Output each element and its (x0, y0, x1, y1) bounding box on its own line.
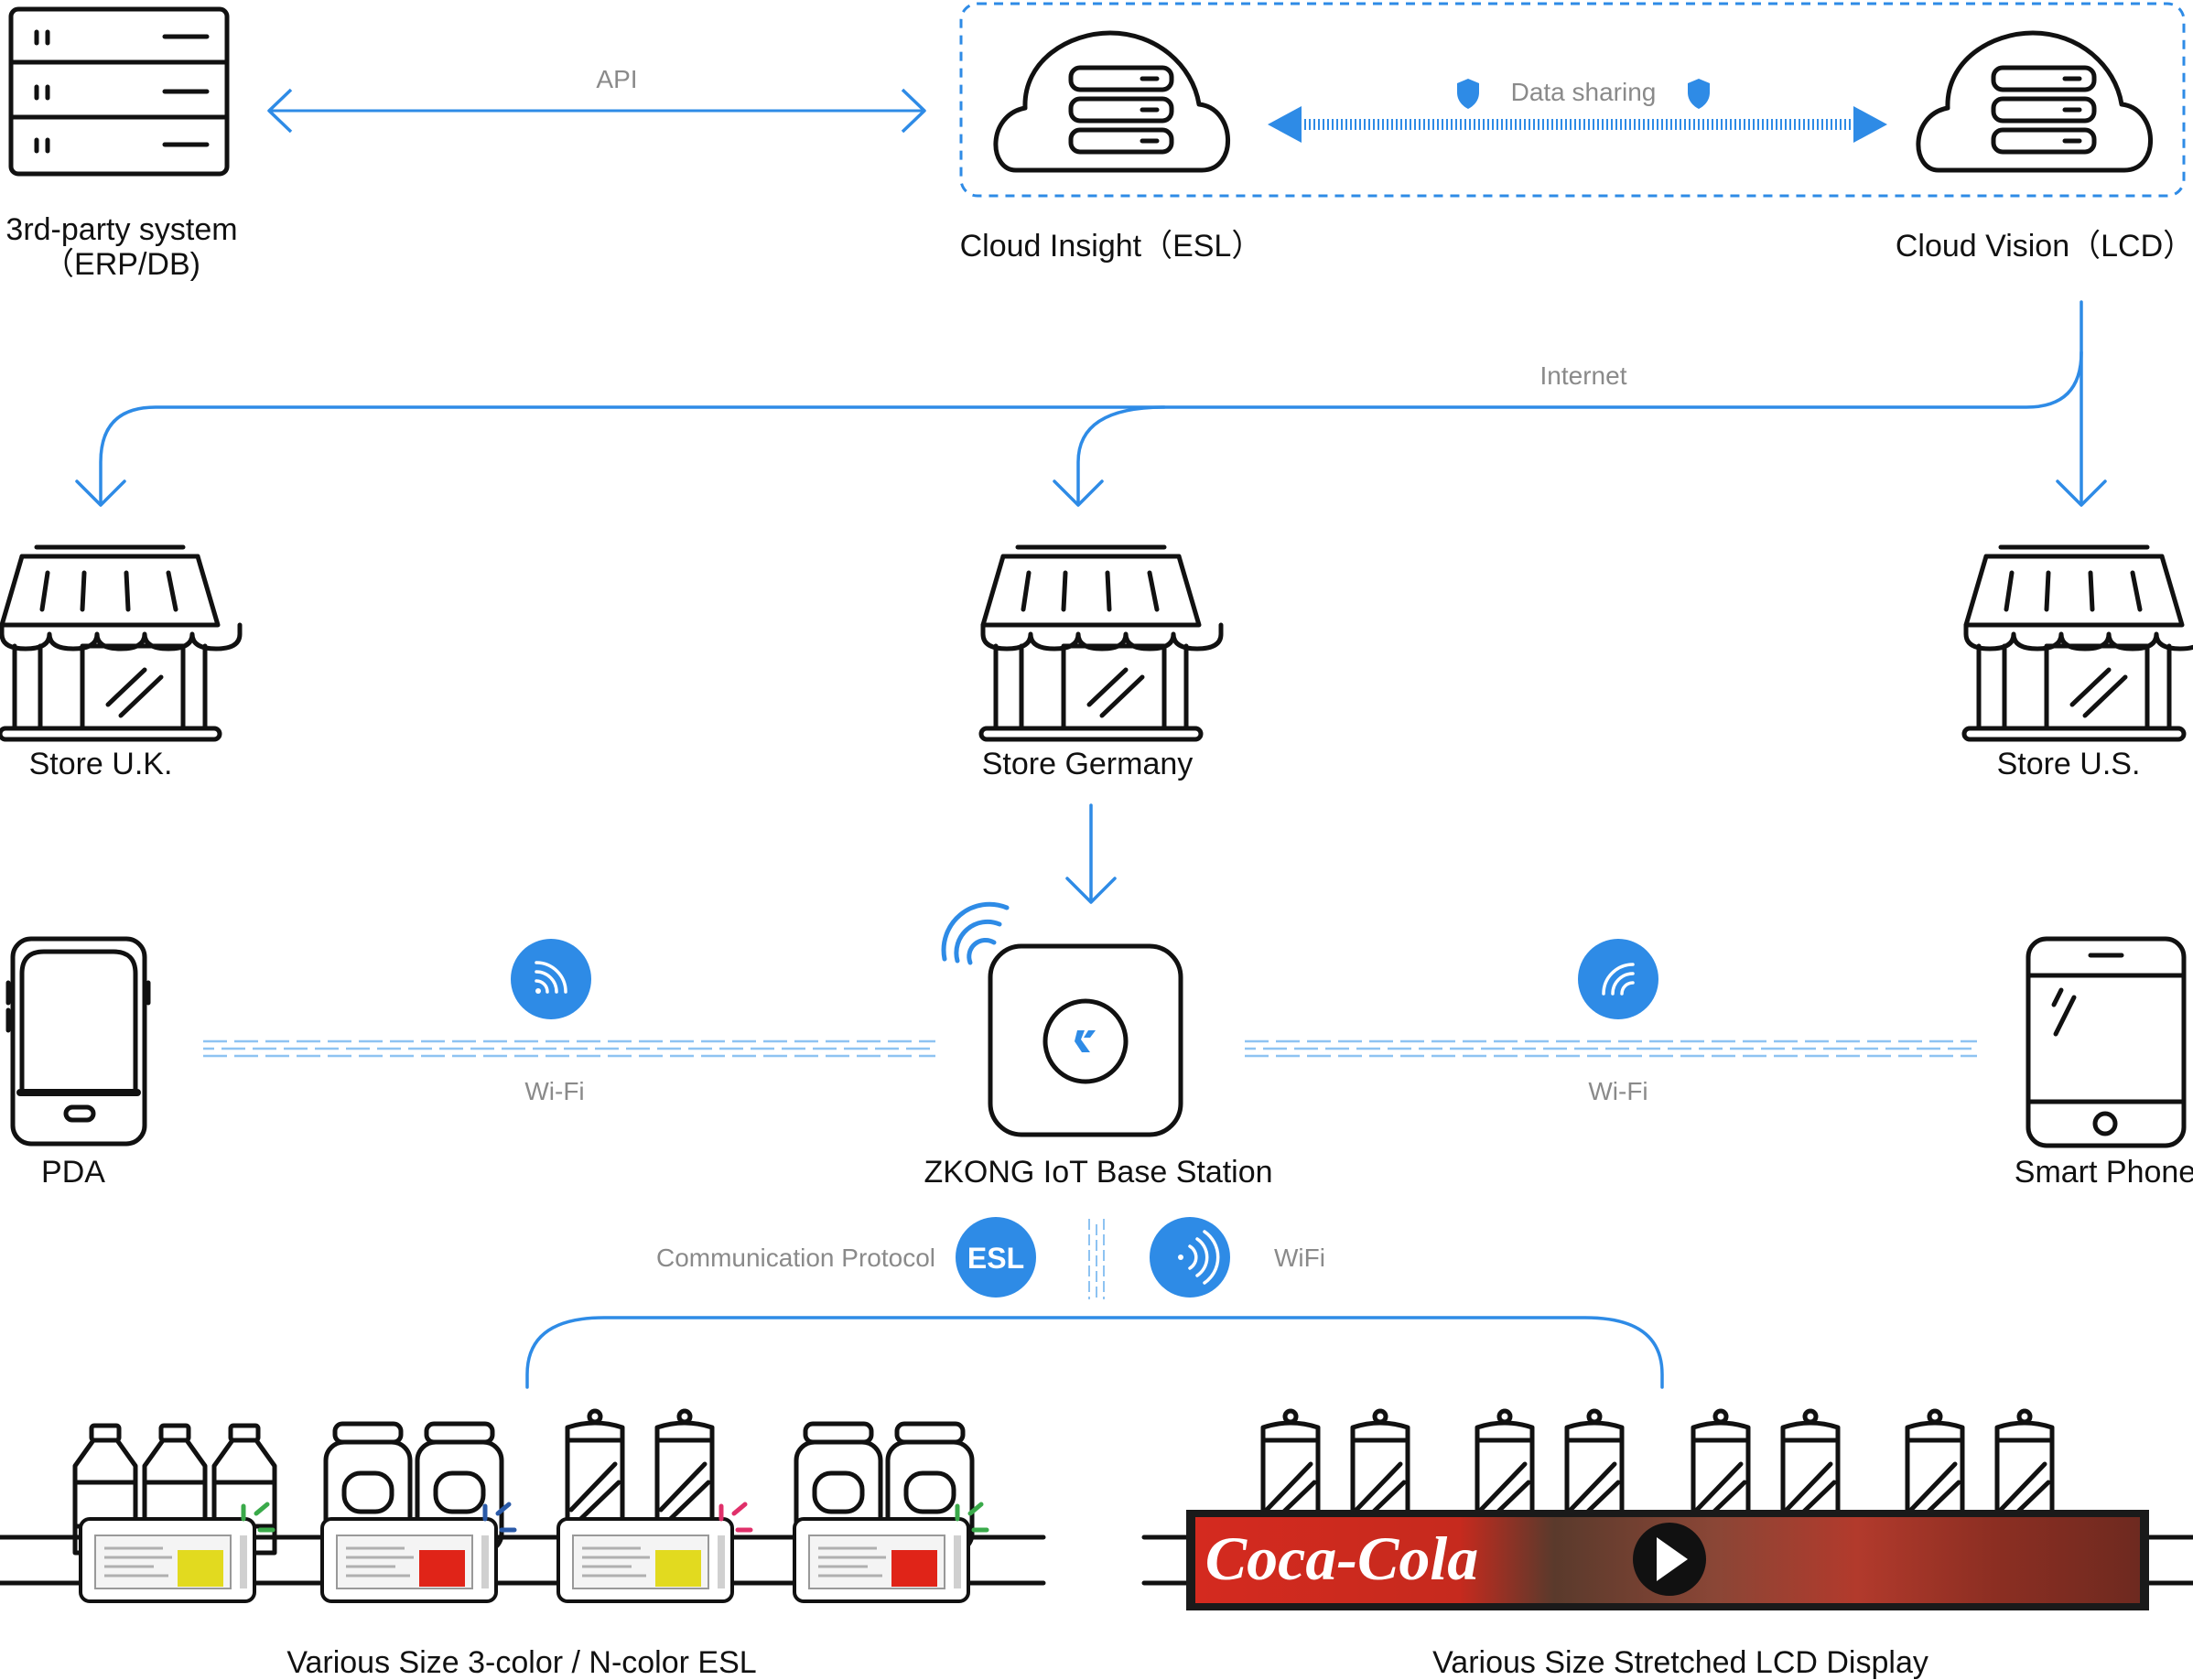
zkong-logo-icon (1042, 998, 1129, 1084)
store-uk-label: Store U.K. (29, 747, 173, 781)
internet-label: Internet (1540, 361, 1627, 390)
base-station-device (988, 943, 1183, 1137)
erp-label-line1: 3rd-party system (5, 212, 237, 247)
led-indicator-icon (718, 1502, 753, 1533)
wifi-link-left (203, 1039, 935, 1058)
shield-icon (1457, 79, 1479, 109)
device-bracket (525, 1316, 1664, 1389)
pda-icon (5, 936, 151, 1147)
esl-shelf (0, 1411, 1046, 1603)
esl-color-block (655, 1550, 701, 1587)
pda-label: PDA (41, 1155, 105, 1190)
store-us-label: Store U.S. (1997, 747, 2141, 781)
cloud-insight-label: Cloud Insight（ESL） (960, 229, 1263, 264)
api-arrow (267, 88, 926, 134)
cloud-server-icon (1916, 30, 2153, 173)
server-rack-icon (8, 6, 230, 177)
api-label: API (596, 65, 637, 93)
esl-badge-text: ESL (967, 1242, 1024, 1275)
wifi-right-label: Wi-Fi (1588, 1077, 1647, 1105)
zkong-k-mark (1075, 1030, 1096, 1052)
esl-caption: Various Size 3-color / N-color ESL (286, 1645, 756, 1680)
cloud-vision-label: Cloud Vision（LCD） (1896, 229, 2193, 264)
wifi-protocol-label: WiFi (1274, 1244, 1325, 1272)
led-indicator-icon (482, 1502, 517, 1533)
protocol-divider (1088, 1219, 1105, 1299)
led-indicator-icon (955, 1502, 989, 1533)
shield-icon (1688, 79, 1710, 109)
lcd-shelf: Coca-Cola (1141, 1411, 2193, 1610)
data-sharing-arrow (1268, 106, 1887, 143)
wifi-protocol-icon (1150, 1217, 1230, 1298)
communication-protocol-label: Communication Protocol (656, 1244, 935, 1272)
internet-connection (75, 300, 2107, 507)
lcd-brand-text: Coca-Cola (1205, 1524, 1478, 1593)
esl-color-block (891, 1550, 937, 1587)
esl-tag (556, 1517, 734, 1603)
esl-badge: ESL (956, 1217, 1036, 1298)
smartphone-label: Smart Phone (2015, 1155, 2193, 1190)
smartphone-icon (2026, 936, 2187, 1148)
cloud-server-icon (993, 30, 1230, 173)
led-indicator-icon (241, 1502, 275, 1533)
data-sharing-label: Data sharing (1511, 78, 1657, 106)
esl-tag (79, 1517, 256, 1603)
wifi-signal-icon (1578, 939, 1658, 1019)
esl-color-block (178, 1550, 223, 1587)
wifi-broadcast-icon (941, 901, 1010, 965)
store-icon (1964, 547, 2193, 739)
cloud-platform-box (959, 2, 2186, 198)
store-icon (981, 547, 1221, 739)
play-button-icon[interactable] (1633, 1523, 1706, 1596)
esl-tag (320, 1517, 498, 1603)
wifi-left-label: Wi-Fi (524, 1077, 584, 1105)
lcd-caption: Various Size Stretched LCD Display (1432, 1645, 1928, 1680)
esl-tag (793, 1517, 970, 1603)
store-icon (0, 547, 240, 739)
erp-label-line2: （ERP/DB) (43, 247, 200, 282)
store-germany-label: Store Germany (982, 747, 1194, 781)
base-station-label: ZKONG IoT Base Station (924, 1155, 1272, 1190)
wifi-signal-icon (511, 939, 591, 1019)
wifi-link-right (1245, 1039, 1977, 1058)
esl-color-block (419, 1550, 465, 1587)
